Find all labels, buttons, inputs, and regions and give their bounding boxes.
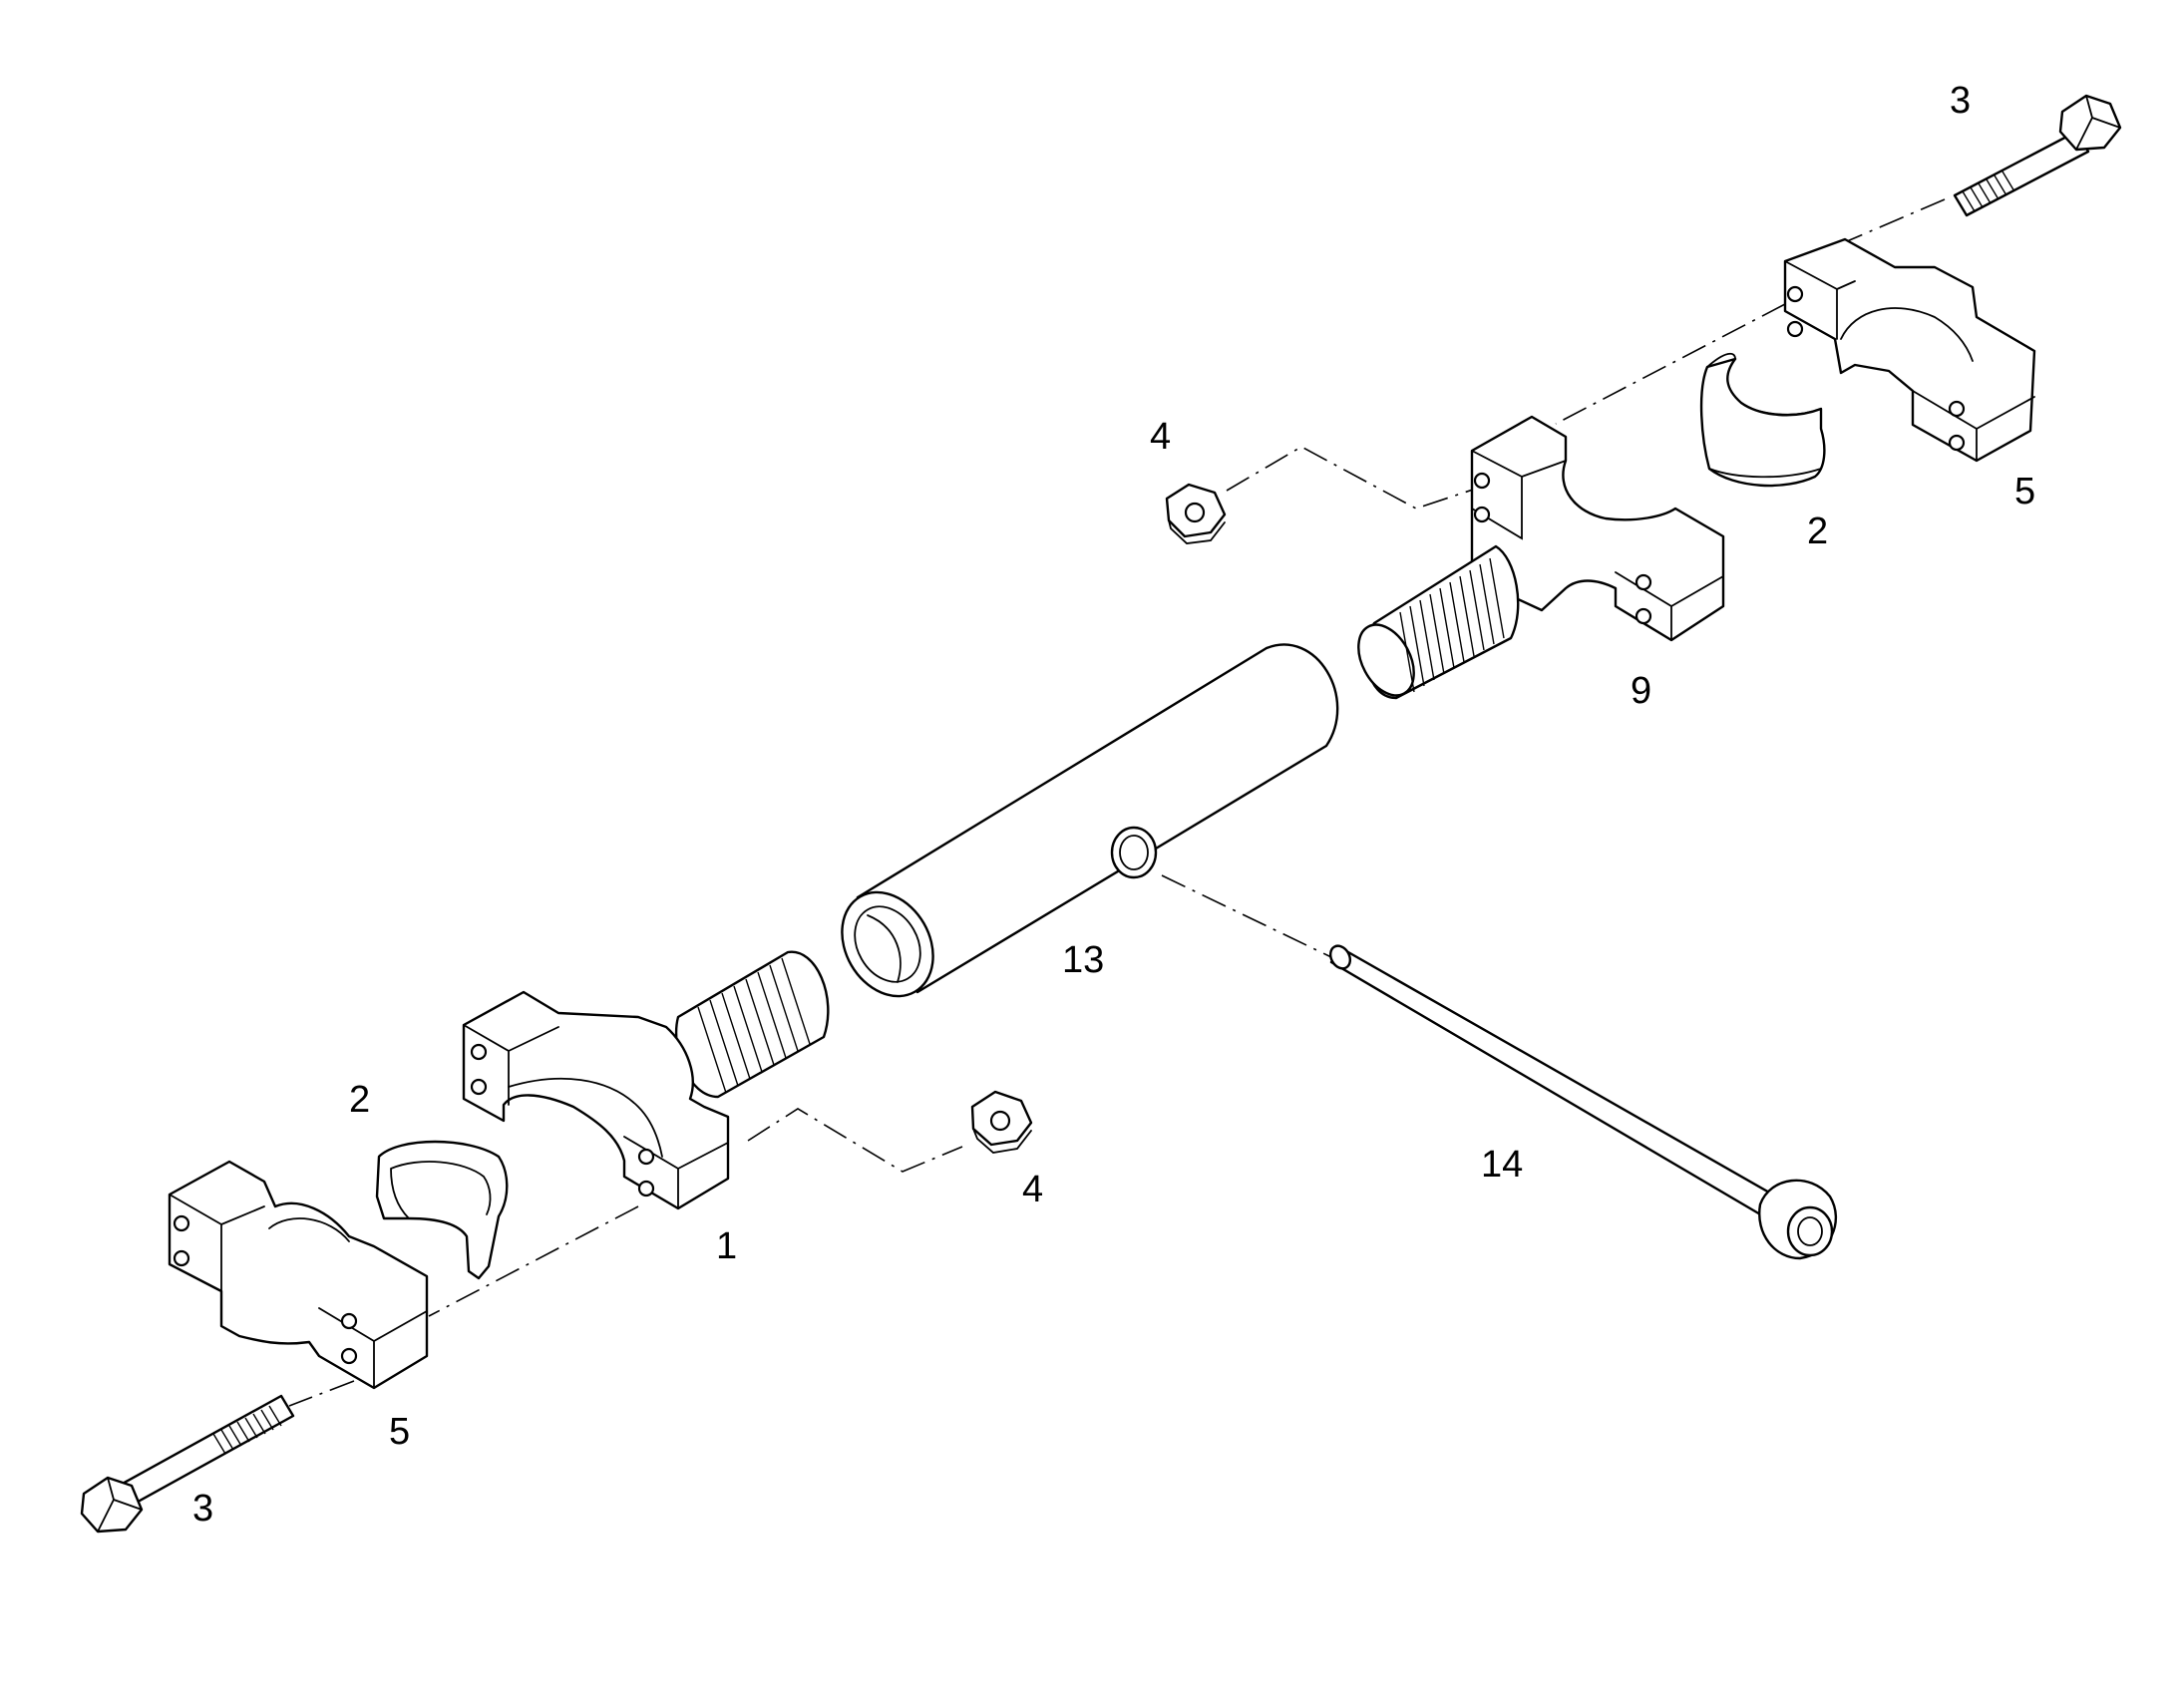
- callout-insert-right: 2: [1807, 511, 1828, 552]
- nut-top: [1165, 483, 1227, 544]
- insert-left: [375, 1140, 509, 1280]
- centerline-left-fitting: [428, 1205, 639, 1317]
- centerline-bottom-left-bolt: [288, 1380, 355, 1407]
- callout-end-fitting-left: 1: [716, 1225, 737, 1267]
- centerline-rod: [1161, 874, 1332, 958]
- rod-pin: [1328, 944, 1838, 1260]
- bolt-bottom-left: [80, 1394, 295, 1534]
- callout-bolt-bottom-left: 3: [192, 1488, 213, 1530]
- centerline-top-nut: [1226, 446, 1477, 510]
- callout-clamp-left: 5: [389, 1411, 410, 1453]
- centerline-right-fitting: [1555, 303, 1786, 425]
- bolt-top-right: [1953, 94, 2122, 217]
- insert-right: [1699, 352, 1826, 488]
- callout-rod: 14: [1481, 1144, 1523, 1186]
- callout-sleeve: 13: [1062, 939, 1104, 981]
- assembly-centerlines: [288, 198, 1946, 1407]
- callout-bolt-top-right: 3: [1950, 80, 1971, 122]
- callout-clamp-right: 5: [2014, 471, 2035, 512]
- callout-labels: 3 4 5 2 9 13 2 4 1 14 5 3: [192, 80, 2035, 1530]
- clamp-half-left: [168, 1160, 429, 1390]
- centerline-top-right-bolt: [1839, 198, 1946, 245]
- clamp-half-right: [1783, 237, 2036, 463]
- end-fitting-right: [1357, 415, 1725, 700]
- nut-bottom: [970, 1090, 1033, 1154]
- callout-nut-top: 4: [1150, 416, 1171, 458]
- sleeve-tube: [841, 643, 1339, 998]
- end-fitting-left: [462, 950, 830, 1210]
- callout-end-fitting-right: 9: [1631, 670, 1651, 712]
- callout-nut-bottom: 4: [1022, 1169, 1043, 1210]
- centerline-bottom-nut: [747, 1108, 963, 1173]
- callout-insert-left: 2: [349, 1079, 370, 1121]
